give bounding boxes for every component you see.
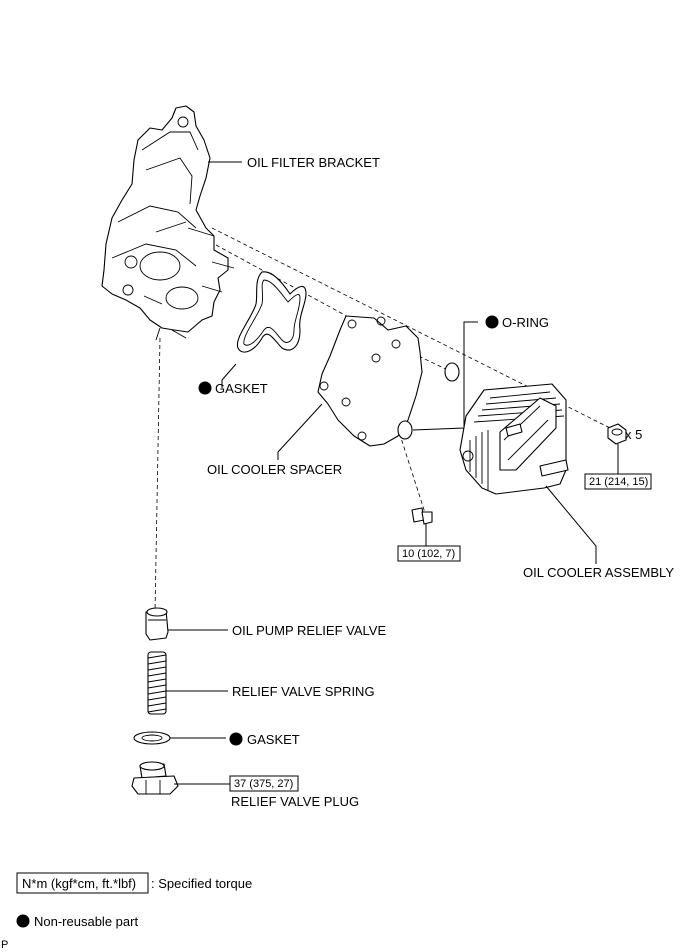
legend-torque-units: N*m (kgf*cm, ft.*lbf): [22, 876, 136, 891]
label-gasket-lower: GASKET: [247, 732, 300, 747]
gasket-upper-part: [236, 271, 307, 353]
figure-code: P: [1, 939, 8, 951]
oil-filter-bracket: [101, 105, 235, 341]
label-relief-valve-plug: RELIEF VALVE PLUG: [231, 794, 359, 809]
label-relief-valve-spring: RELIEF VALVE SPRING: [232, 684, 375, 699]
torque-value-nut: 21 (214, 15): [589, 476, 648, 488]
label-gasket-upper: GASKET: [215, 381, 268, 396]
label-oil-cooler-spacer: OIL COOLER SPACER: [207, 462, 342, 477]
label-o-ring: O-RING: [502, 315, 549, 330]
nut-part: [607, 423, 627, 445]
torque-value-plug: 37 (375, 27): [234, 778, 293, 790]
non-reusable-dot-gasket-upper: [198, 381, 212, 395]
label-oil-cooler-assembly: OIL COOLER ASSEMBLY: [523, 565, 674, 580]
o-rings: [397, 362, 460, 440]
non-reusable-dot-gasket-lower: [229, 732, 243, 746]
legend-torque-desc: : Specified torque: [151, 876, 252, 891]
gasket-lower-part: [133, 731, 171, 745]
torque-box-nut: 21 (214, 15): [584, 473, 652, 490]
label-oil-filter-bracket: OIL FILTER BRACKET: [247, 155, 380, 170]
oil-cooler-assembly-part: [459, 383, 569, 495]
non-reusable-legend-dot: [16, 914, 30, 928]
relief-valve-plug-part: [131, 761, 179, 795]
bolt-part: [411, 507, 433, 525]
oil-pump-relief-valve-part: [145, 607, 169, 641]
label-oil-pump-relief-valve: OIL PUMP RELIEF VALVE: [232, 623, 386, 638]
legend-torque-box: [16, 872, 149, 894]
leader-lines: [166, 161, 619, 785]
oil-cooler-spacer-part: [317, 315, 423, 447]
legend-non-reusable: Non-reusable part: [34, 914, 138, 929]
torque-box-plug: 37 (375, 27): [229, 775, 299, 792]
torque-value-bolt: 10 (102, 7): [402, 548, 455, 560]
relief-valve-spring-part: [147, 651, 167, 715]
non-reusable-dot-o-ring: [485, 315, 499, 329]
label-nut-quantity: x 5: [625, 427, 642, 442]
torque-box-bolt: 10 (102, 7): [397, 545, 461, 562]
legend: N*m (kgf*cm, ft.*lbf) : Specified torque…: [16, 872, 252, 929]
